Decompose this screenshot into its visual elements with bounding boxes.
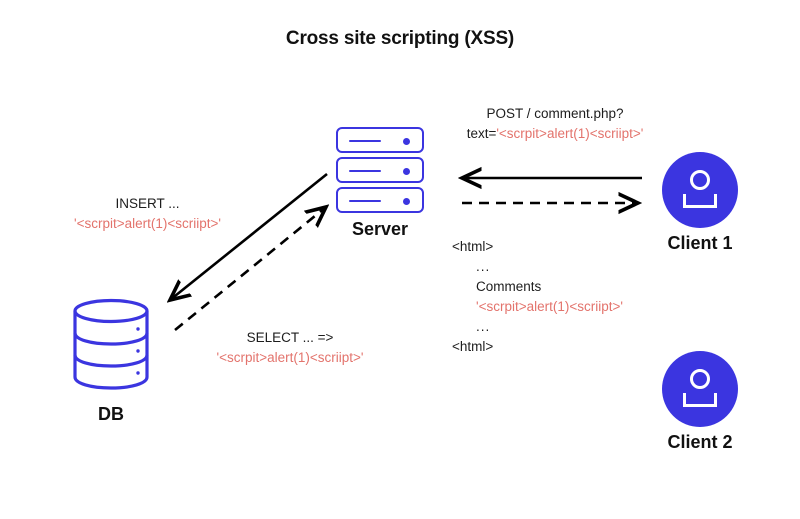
avatar-head-icon: [690, 170, 710, 190]
insert-query-line-1: INSERT ...: [115, 196, 180, 211]
solid-diagonal-arrow-server-to-db: [170, 172, 328, 300]
client-1-label: Client 1: [667, 233, 733, 253]
html-response-line-3: Comments: [476, 279, 542, 294]
avatar-head-icon: [690, 369, 710, 389]
client-1-avatar: [662, 152, 738, 228]
html-response-line-1: <html>: [452, 239, 494, 254]
post-request-line-2: text='<scrpit>alert(1)<scriipt>': [440, 124, 670, 144]
database-cylinder-icon: [72, 298, 150, 390]
post-request-prefix: text=: [466, 126, 497, 141]
html-response-block: <html> ... Comments '<scrpit>alert(1)<sc…: [452, 237, 623, 357]
page-title: Cross site scripting (XSS): [285, 28, 515, 49]
avatar-body-icon: [683, 393, 717, 407]
insert-query-label: INSERT ... '<scrpit>alert(1)<scriipt>': [40, 194, 255, 234]
db-label: DB: [98, 404, 124, 424]
server-icon: [336, 127, 424, 217]
server-bar-line-icon: [349, 139, 381, 142]
server-bar-1: [336, 127, 424, 153]
server-label: Server: [351, 219, 409, 239]
html-response-line-5: ...: [476, 319, 491, 334]
server-bar-3: [336, 187, 424, 213]
insert-query-payload: '<scrpit>alert(1)<scriipt>': [74, 216, 221, 231]
server-bar-line-icon: [349, 169, 381, 172]
client-2-avatar: [662, 351, 738, 427]
client-2-label: Client 2: [667, 432, 733, 452]
server-status-dot-icon: [403, 167, 410, 175]
post-request-line-1: POST / comment.php?: [486, 106, 624, 121]
select-query-line-1: SELECT ... =>: [246, 330, 334, 345]
server-bar-2: [336, 157, 424, 183]
post-request-payload: '<scrpit>alert(1)<scriipt>': [496, 126, 644, 141]
html-response-line-2: ...: [476, 259, 491, 274]
post-request-label: POST / comment.php? text='<scrpit>alert(…: [440, 104, 670, 144]
server-status-dot-icon: [403, 137, 410, 145]
select-query-label: SELECT ... => '<scrpit>alert(1)<scriipt>…: [190, 328, 390, 368]
user-avatar-icon: [662, 351, 738, 427]
server-bar-line-icon: [349, 199, 381, 202]
select-query-payload: '<scrpit>alert(1)<scriipt>': [216, 350, 364, 365]
user-avatar-icon: [662, 152, 738, 228]
avatar-body-icon: [683, 194, 717, 208]
html-response-line-6: <html>: [452, 339, 494, 354]
server-status-dot-icon: [403, 197, 410, 205]
html-response-payload: '<scrpit>alert(1)<scriipt>': [476, 299, 623, 314]
